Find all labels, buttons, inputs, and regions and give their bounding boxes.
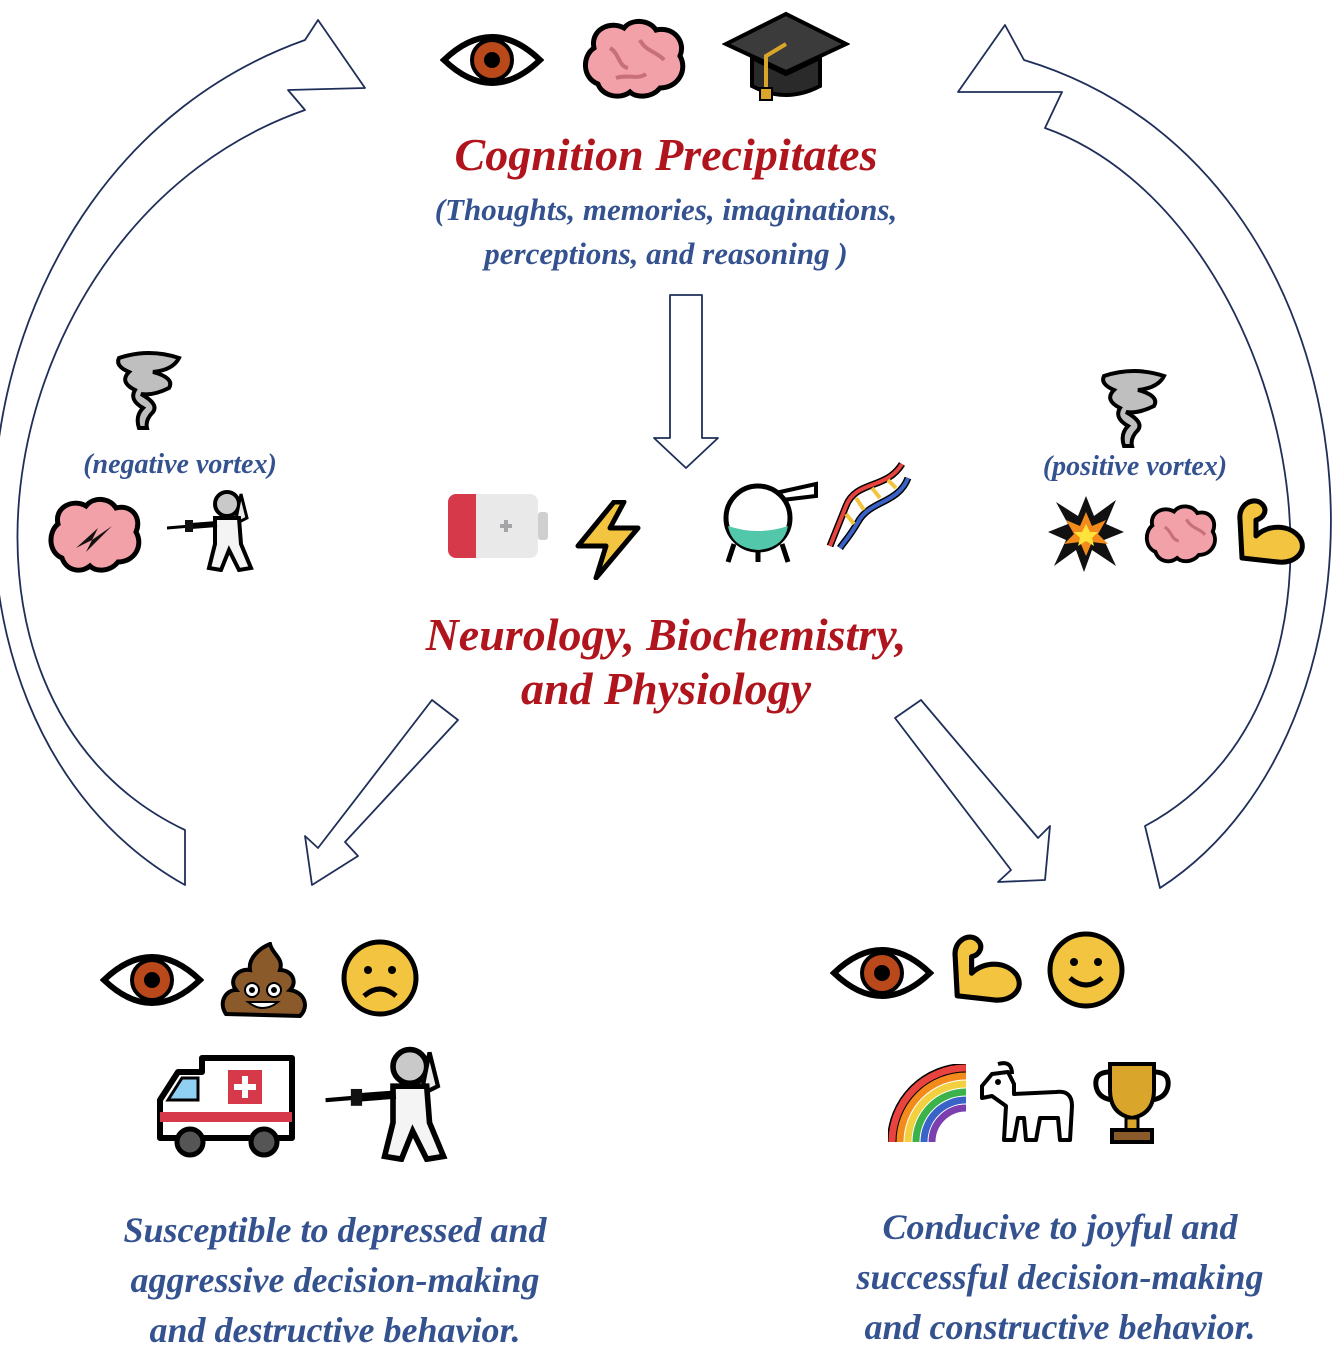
positive-caption-line-3: and constructive behavior. — [864, 1307, 1256, 1347]
down-left-arrow — [304, 699, 459, 886]
cognition-title: Cognition Precipitates — [454, 129, 878, 180]
fencer-icon — [325, 1046, 448, 1162]
down-arrow — [653, 294, 719, 469]
cognition-subtitle-line-1: (Thoughts, memories, imaginations, — [434, 192, 898, 227]
lightning-icon — [575, 500, 641, 580]
negative-caption-line-1: Susceptible to depressed and — [123, 1210, 547, 1250]
cognition-subtitle-line-2: perceptions, and reasoning ) — [484, 236, 848, 271]
flask-icon — [723, 481, 818, 563]
fencer-icon — [166, 490, 254, 572]
negative-outcome-caption: Susceptible to depressed and aggressive … — [40, 1205, 630, 1355]
eye-icon — [100, 954, 204, 1006]
poop-icon — [220, 942, 307, 1019]
trophy-icon — [1093, 1062, 1171, 1144]
rainbow-icon — [888, 1064, 967, 1143]
dna-icon — [826, 461, 912, 550]
left-cycle-arrow — [0, 19, 366, 886]
flexed-bicep-icon — [1237, 498, 1305, 565]
positive-caption-line-1: Conducive to joyful and — [882, 1207, 1238, 1247]
ambulance-icon — [157, 1055, 295, 1158]
brain-icon — [1144, 504, 1217, 564]
positive-caption-line-2: successful decision-making — [856, 1257, 1264, 1297]
smiley-face-icon — [1047, 931, 1125, 1009]
goat-icon — [980, 1061, 1074, 1142]
sad-face-icon — [341, 939, 419, 1017]
brain-icon — [583, 19, 686, 99]
down-right-arrow — [894, 699, 1051, 883]
negative-vortex-label: (negative vortex) — [83, 449, 277, 480]
positive-outcome-caption: Conducive to joyful and successful decis… — [760, 1202, 1332, 1352]
neurology-title: Neurology, Biochemistry, and Physiology — [0, 608, 1332, 716]
tornado-icon — [116, 351, 182, 430]
low-battery-icon — [448, 494, 548, 558]
stressed-brain-icon — [48, 497, 142, 573]
neurology-title-line-1: Neurology, Biochemistry, — [425, 609, 907, 660]
neurology-title-line-2: and Physiology — [520, 663, 812, 714]
positive-vortex-label: (positive vortex) — [1042, 451, 1228, 482]
negative-caption-line-2: aggressive decision-making — [130, 1260, 540, 1300]
negative-caption-line-3: and destructive behavior. — [149, 1310, 521, 1350]
eye-icon — [440, 34, 544, 86]
flexed-bicep-icon — [952, 934, 1022, 1003]
eye-icon — [830, 947, 934, 999]
explosion-icon — [1048, 496, 1124, 572]
right-cycle-arrow — [957, 24, 1332, 889]
graduation-cap-icon — [722, 11, 850, 101]
cognition-subtitle: (Thoughts, memories, imaginations, perce… — [0, 188, 1332, 276]
tornado-icon — [1101, 369, 1167, 448]
